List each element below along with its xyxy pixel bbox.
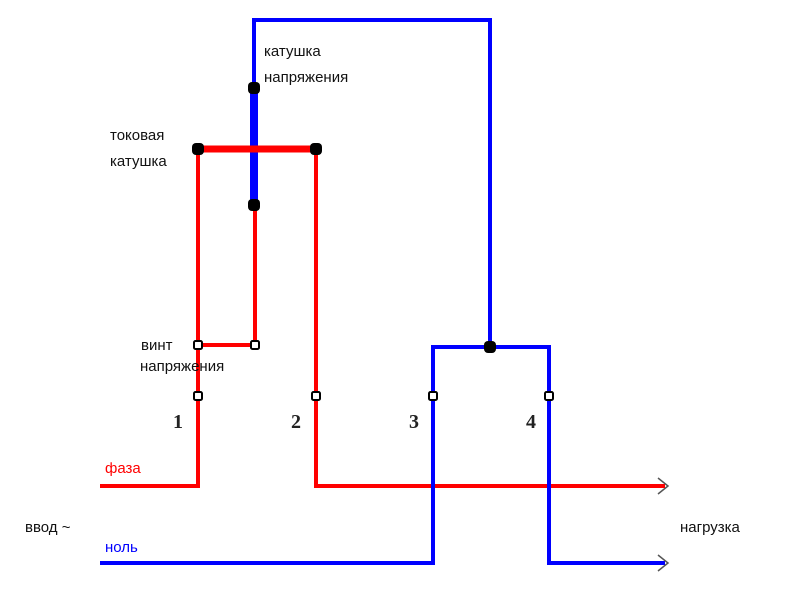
load-label: нагрузка	[680, 519, 741, 536]
voltage-screw-label: винт	[141, 337, 173, 354]
neutral-label: ноль	[105, 539, 138, 556]
voltage-coil-label: катушка	[264, 43, 321, 60]
neutral-input-wire	[100, 345, 665, 565]
junction-dot	[310, 143, 322, 155]
phase-input-wire	[100, 149, 200, 488]
phase-label: фаза	[105, 460, 141, 477]
voltage-screw-terminal	[250, 340, 260, 350]
voltage-coil-wire	[252, 18, 492, 347]
terminal-2	[311, 391, 321, 401]
junction-dot	[248, 199, 260, 211]
terminal-number: 4	[526, 411, 536, 433]
input-label: ввод ~	[25, 519, 71, 536]
voltage-coil-label: напряжения	[264, 69, 348, 86]
terminal-4	[544, 391, 554, 401]
current-coil-label: катушка	[110, 153, 167, 170]
junction-dot	[484, 341, 496, 353]
terminal-1	[193, 391, 203, 401]
terminal-3	[428, 391, 438, 401]
current-coil-label: токовая	[110, 127, 164, 144]
terminal-number: 2	[291, 411, 301, 433]
voltage-screw-wire	[198, 205, 257, 347]
phase-arrow	[657, 477, 670, 495]
junction-dot	[192, 143, 204, 155]
terminal-number: 3	[409, 411, 419, 433]
terminal-number: 1	[173, 411, 183, 433]
voltage-screw-terminal	[193, 340, 203, 350]
junction-dot	[248, 82, 260, 94]
neutral-arrow	[657, 554, 670, 572]
voltage-screw-label: напряжения	[140, 358, 224, 375]
